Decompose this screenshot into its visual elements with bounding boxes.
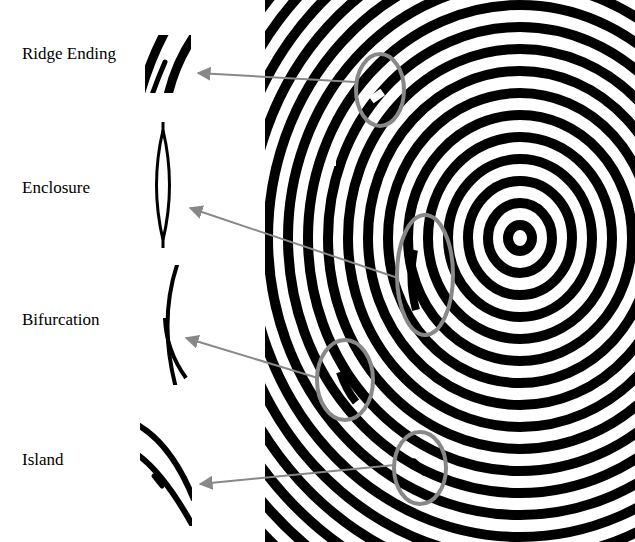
thumb-ridge-branch [165, 318, 186, 378]
ridge [468, 181, 572, 295]
ridge-break [330, 150, 336, 166]
ridge [508, 225, 532, 251]
ridge [448, 159, 592, 317]
enclosure-ridge [411, 250, 416, 310]
ridge [308, 5, 635, 471]
feature-label: Bifurcation [22, 310, 99, 330]
feature-label: Ridge Ending [22, 44, 116, 64]
ridge [288, 0, 635, 493]
ridge [348, 49, 635, 427]
ridge-rings [265, 0, 635, 542]
leader-arrow [186, 338, 318, 378]
thumb-ridge [168, 36, 191, 93]
ridge [265, 0, 635, 542]
highlight-circle [397, 215, 453, 335]
thumb-ridge [167, 265, 178, 385]
island-thumbnail [140, 420, 192, 526]
highlight-circle [317, 340, 373, 420]
highlight-circle [356, 54, 404, 126]
ridge [265, 0, 635, 542]
ridge [368, 71, 635, 405]
bifurcation-branch [340, 372, 356, 402]
highlight-circle [394, 432, 446, 504]
thumb-ridge [140, 455, 192, 526]
thumb-ridge [157, 122, 164, 248]
ridge [265, 0, 635, 542]
ridge-ending-thumbnail [145, 35, 191, 93]
thumb-ridge [163, 130, 170, 240]
ridge [265, 0, 635, 542]
leader-arrows [186, 73, 398, 484]
thumb-ridge-end [152, 62, 165, 93]
ridge [388, 93, 635, 383]
ridge [428, 137, 612, 339]
ridge [265, 0, 635, 542]
fingerprint-ridges [265, 0, 635, 542]
feature-label: Island [22, 450, 64, 470]
minutia-circles [317, 54, 453, 504]
leader-arrow [190, 208, 398, 278]
leader-arrow [198, 73, 355, 82]
feature-label: Enclosure [22, 178, 90, 198]
ridge-ending-gap [369, 89, 385, 104]
ridge [488, 203, 552, 273]
thumb-island-dot [154, 476, 162, 486]
enclosure-thumbnail [157, 122, 170, 248]
bifurcation-thumbnail [165, 265, 186, 385]
leader-arrow [200, 465, 395, 484]
ridge [265, 0, 635, 542]
thumb-ridge [145, 35, 165, 93]
ridge [265, 0, 635, 542]
island-dot [414, 462, 424, 472]
